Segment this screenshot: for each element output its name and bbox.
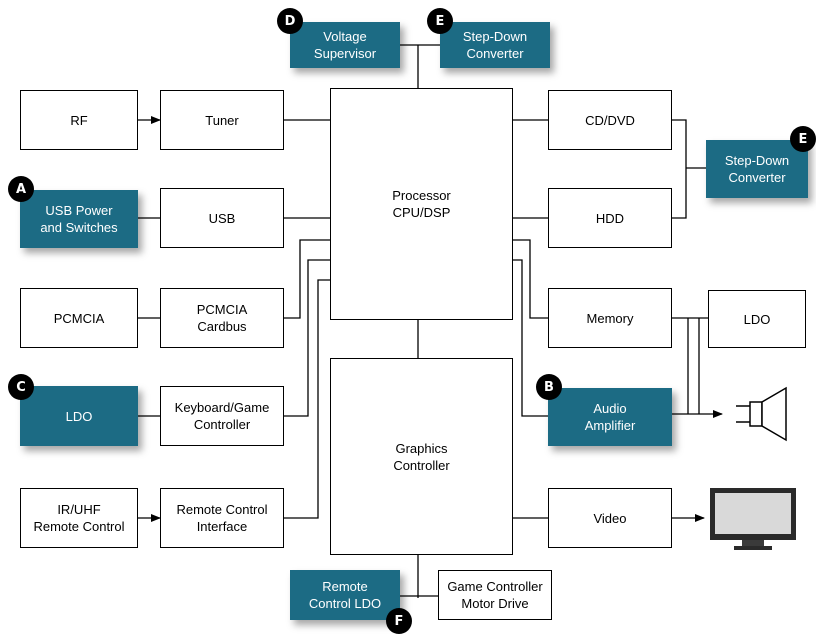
rf-block: RF bbox=[20, 90, 138, 150]
remote-control-ldo-block: Remote Control LDO bbox=[290, 570, 400, 620]
video-block: Video bbox=[548, 488, 672, 548]
ldo-right-block: LDO bbox=[708, 290, 806, 348]
voltage-supervisor-block: Voltage Supervisor bbox=[290, 22, 400, 68]
badge-a: A bbox=[8, 176, 34, 202]
ir-uhf-block: IR/UHF Remote Control bbox=[20, 488, 138, 548]
tuner-block: Tuner bbox=[160, 90, 284, 150]
step-down-right-block: Step-Down Converter bbox=[706, 140, 808, 198]
usb-block: USB bbox=[160, 188, 284, 248]
audio-amplifier-block: Audio Amplifier bbox=[548, 388, 672, 446]
game-motor-drive-block: Game Controller Motor Drive bbox=[438, 570, 552, 620]
keyboard-controller-block: Keyboard/Game Controller bbox=[160, 386, 284, 446]
pcmcia-cardbus-block: PCMCIA Cardbus bbox=[160, 288, 284, 348]
badge-c: C bbox=[8, 374, 34, 400]
speaker-icon bbox=[736, 386, 787, 442]
usb-power-block: USB Power and Switches bbox=[20, 190, 138, 248]
pcmcia-block: PCMCIA bbox=[20, 288, 138, 348]
badge-e-right: E bbox=[790, 126, 816, 152]
monitor-icon bbox=[710, 488, 796, 550]
processor-block: Processor CPU/DSP bbox=[330, 88, 513, 320]
badge-b: B bbox=[536, 374, 562, 400]
badge-d: D bbox=[277, 8, 303, 34]
step-down-top-block: Step-Down Converter bbox=[440, 22, 550, 68]
memory-block: Memory bbox=[548, 288, 672, 348]
cd-dvd-block: CD/DVD bbox=[548, 90, 672, 150]
hdd-block: HDD bbox=[548, 188, 672, 248]
badge-f: F bbox=[386, 608, 412, 634]
ldo-left-block: LDO bbox=[20, 386, 138, 446]
badge-e-top: E bbox=[427, 8, 453, 34]
graphics-controller-block: Graphics Controller bbox=[330, 358, 513, 555]
remote-control-interface-block: Remote Control Interface bbox=[160, 488, 284, 548]
